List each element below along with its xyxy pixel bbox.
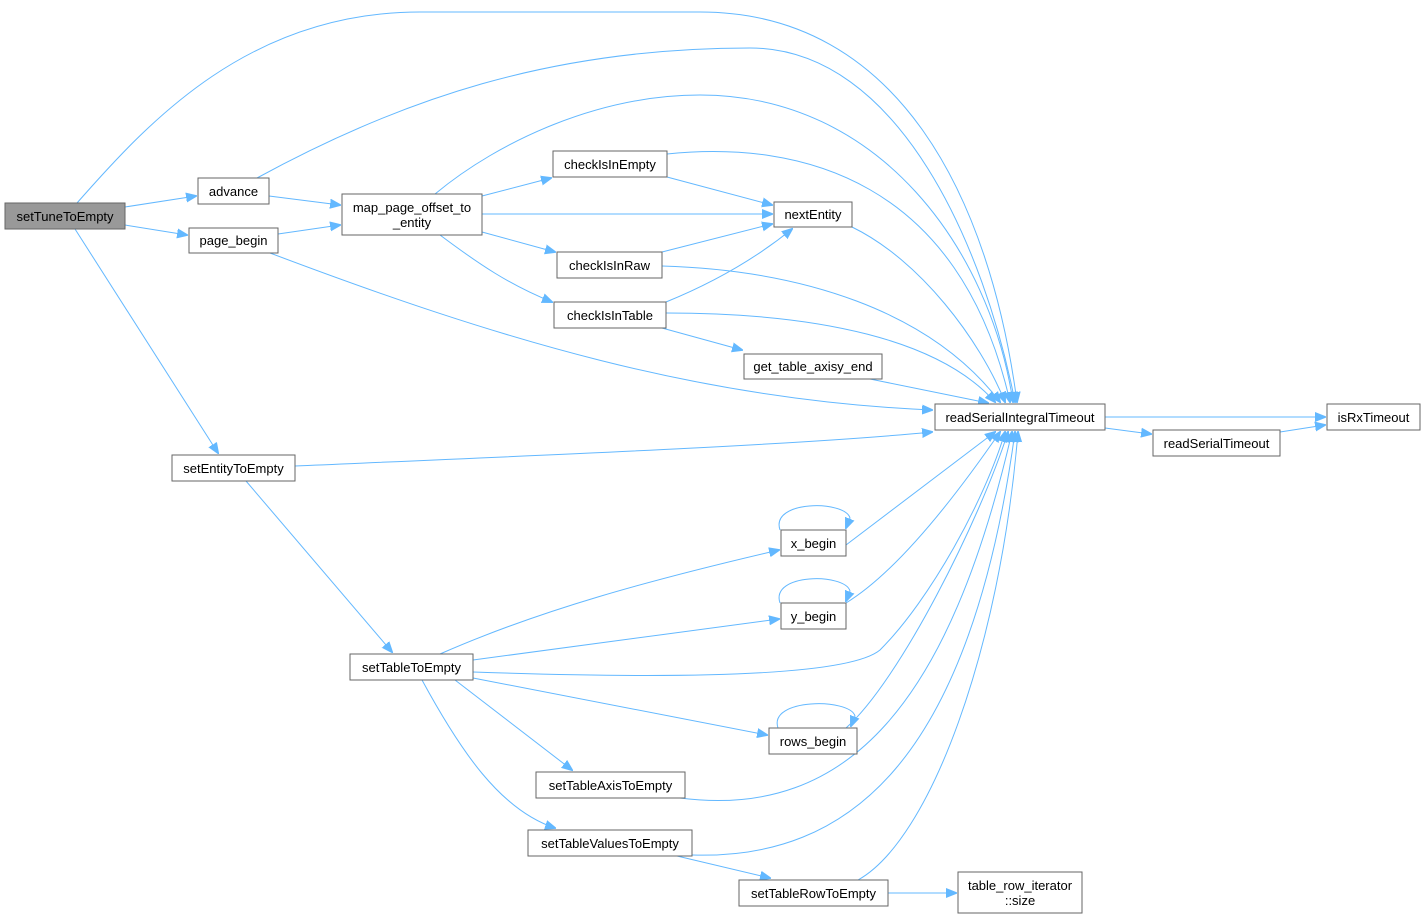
edge (294, 432, 932, 467)
node-label: nextEntity (784, 207, 842, 222)
node-isRxTimeout[interactable]: isRxTimeout (1326, 403, 1421, 431)
edge (269, 252, 932, 410)
edge (277, 225, 340, 235)
node-label: checkIsInEmpty (564, 157, 656, 172)
edge (665, 229, 792, 303)
node-setTableRowToEmpty[interactable]: setTableRowToEmpty (738, 879, 889, 907)
node-label: rows_begin (780, 734, 847, 749)
edge (665, 312, 995, 402)
self-loop-edge (778, 578, 850, 603)
edge (74, 228, 218, 453)
edge (851, 226, 1005, 402)
node-setEntityToEmpty[interactable]: setEntityToEmpty (171, 454, 296, 482)
edge (666, 151, 1010, 402)
node-checkIsInTable[interactable]: checkIsInTable (553, 301, 667, 329)
edge (124, 196, 196, 208)
node-label: map_page_offset_to (353, 200, 471, 215)
node-advance[interactable]: advance (197, 177, 270, 205)
node-label: ::size (1005, 893, 1035, 908)
edge (481, 231, 555, 252)
node-label: table_row_iterator (968, 878, 1073, 893)
edge (481, 178, 551, 197)
node-setTableToEmpty[interactable]: setTableToEmpty (349, 653, 474, 681)
node-label: isRxTimeout (1338, 410, 1410, 425)
node-label: setTableToEmpty (362, 660, 461, 675)
edge (472, 619, 779, 661)
edge (434, 94, 1013, 402)
node-readSerialIntegralTimeout[interactable]: readSerialIntegralTimeout (934, 403, 1106, 431)
node-label: page_begin (200, 233, 268, 248)
edge (679, 432, 1012, 802)
edge (454, 679, 572, 770)
node-setTableValuesToEmpty[interactable]: setTableValuesToEmpty (527, 829, 693, 857)
node-x-begin[interactable]: x_begin (780, 529, 847, 557)
node-setTableAxisToEmpty[interactable]: setTableAxisToEmpty (535, 771, 686, 799)
edge (676, 855, 770, 878)
node-label: checkIsInTable (567, 308, 653, 323)
edge (268, 195, 340, 205)
node-label: _entity (392, 215, 432, 230)
node-label: setTableValuesToEmpty (541, 836, 679, 851)
edge (661, 265, 1000, 402)
edge (845, 432, 1000, 604)
node-label: x_begin (791, 536, 837, 551)
edge (1279, 425, 1325, 433)
edge (666, 176, 772, 205)
edge (845, 432, 1008, 729)
node-label: readSerialIntegralTimeout (945, 410, 1094, 425)
node-label: setTableAxisToEmpty (549, 778, 673, 793)
edge (245, 480, 392, 652)
node-label: advance (209, 184, 258, 199)
edge (691, 432, 1015, 856)
node-setTuneToEmpty[interactable]: setTuneToEmpty (4, 202, 126, 230)
node-map-page-offset-to-entity[interactable]: map_page_offset_to_entity (341, 193, 483, 236)
node-y-begin[interactable]: y_begin (780, 602, 847, 630)
edge (472, 432, 1005, 677)
edge (124, 224, 187, 235)
node-nextEntity[interactable]: nextEntity (773, 201, 853, 228)
edge (845, 432, 995, 546)
edge (76, 11, 1017, 402)
node-label: setTuneToEmpty (16, 209, 114, 224)
edge (439, 234, 552, 302)
node-label: checkIsInRaw (569, 258, 651, 273)
edge (661, 224, 772, 253)
node-label: readSerialTimeout (1164, 436, 1270, 451)
edge (857, 432, 1018, 881)
self-loop-edge (776, 703, 855, 728)
edge (1104, 428, 1151, 434)
node-checkIsInRaw[interactable]: checkIsInRaw (556, 251, 663, 279)
edge (661, 327, 742, 350)
edge (439, 550, 779, 655)
node-readSerialTimeout[interactable]: readSerialTimeout (1152, 429, 1281, 457)
edges (74, 11, 1325, 893)
node-get-table-axisy-end[interactable]: get_table_axisy_end (743, 353, 883, 380)
node-checkIsInEmpty[interactable]: checkIsInEmpty (552, 150, 668, 178)
edge (421, 679, 555, 828)
nodes: setTuneToEmpty advance page_begin map_pa… (4, 150, 1421, 914)
edge (472, 677, 767, 735)
node-rows-begin[interactable]: rows_begin (768, 727, 858, 755)
node-label: get_table_axisy_end (753, 359, 872, 374)
node-label: setEntityToEmpty (183, 461, 284, 476)
edge (869, 378, 988, 403)
node-label: y_begin (791, 609, 837, 624)
self-loop-edge (778, 505, 850, 530)
node-table-row-iterator-size[interactable]: table_row_iterator::size (957, 871, 1083, 914)
node-page-begin[interactable]: page_begin (188, 227, 279, 254)
edge (256, 47, 1015, 402)
node-label: setTableRowToEmpty (751, 886, 876, 901)
